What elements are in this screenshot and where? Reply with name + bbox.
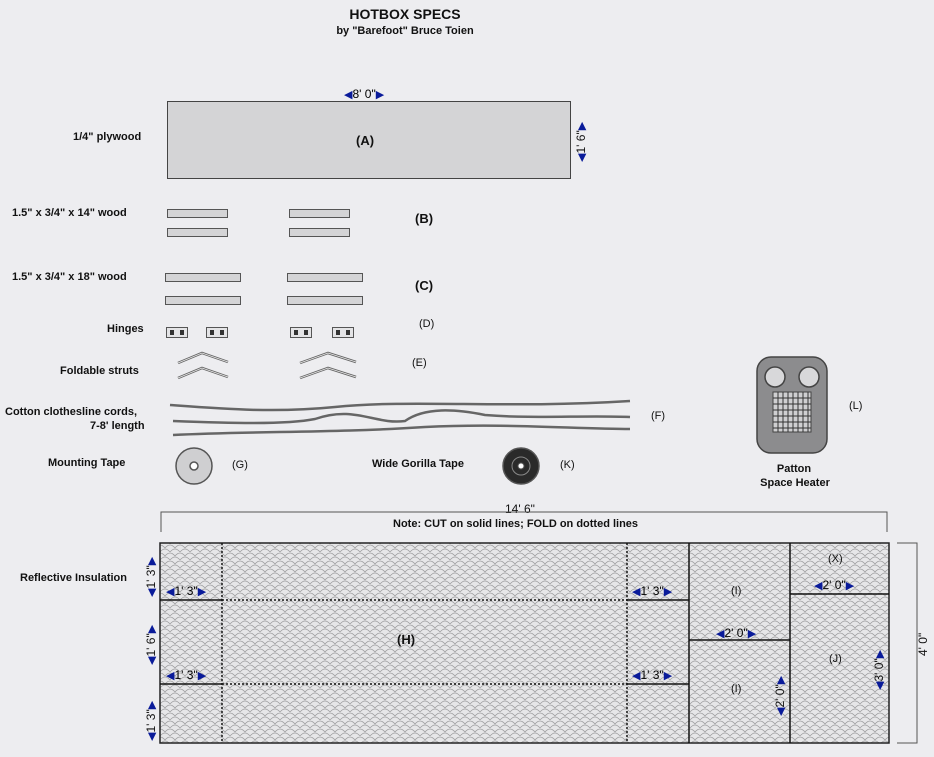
insulation-dim-2ft-b: ◀2' 0"▶ (814, 578, 855, 592)
insulation-height-dim: 4' 0" (916, 632, 930, 656)
space-heater-icon (756, 356, 828, 454)
wood18-label: 1.5" x 3/4" x 18" wood (12, 271, 127, 283)
cords-drawing (169, 399, 631, 437)
insulation-dim-d: ◀1' 3"▶ (632, 668, 673, 682)
hinge-icon (332, 327, 354, 338)
insulation-dim-b: ◀1' 3"▶ (166, 668, 207, 682)
page-subtitle: by "Barefoot" Bruce Toien (336, 25, 474, 37)
plywood-width-dim: ◀8' 0"▶ (344, 87, 385, 101)
mounting-tape-tag: (G) (232, 459, 248, 471)
insulation-note: Note: CUT on solid lines; FOLD on dotted… (393, 518, 639, 530)
wood14-plank (167, 209, 228, 218)
insulation-left-dim-top: ◀1' 3"▶ (144, 556, 158, 597)
cords-tag: (F) (651, 410, 666, 422)
space-heater-label-line1: Patton (776, 463, 812, 475)
gorilla-tape-icon (502, 447, 540, 485)
insulation-sheet-drawing (159, 511, 918, 744)
insulation-left-dim-bottom: ◀1' 3"▶ (144, 700, 158, 741)
insulation-tag-i-top: (I) (731, 585, 742, 597)
gorilla-tape-tag: (K) (560, 459, 575, 471)
wood18-plank (287, 296, 363, 305)
wood14-tag: (B) (415, 211, 434, 226)
plywood-label: 1/4" plywood (73, 131, 142, 143)
mounting-tape-label: Mounting Tape (48, 457, 126, 469)
cords-label-line2: 7-8' length (90, 420, 145, 432)
cords-label-line1: Cotton clothesline cords, (5, 406, 138, 418)
wood18-plank (165, 296, 241, 305)
insulation-tag-x: (X) (828, 553, 843, 565)
hinges-tag: (D) (419, 318, 435, 330)
space-heater-label-line2: Space Heater (760, 477, 830, 489)
plywood-height-dim: ◀1' 6"▶ (574, 121, 588, 162)
insulation-dim-2ft-a: ◀2' 0"▶ (716, 626, 757, 640)
wood14-plank (167, 228, 228, 237)
wood18-plank (165, 273, 241, 282)
space-heater-tag: (L) (849, 400, 863, 412)
insulation-dim-3ft: ◀3' 0"▶ (872, 649, 886, 690)
insulation-tag-j: (J) (829, 653, 842, 665)
hinge-icon (206, 327, 228, 338)
wood14-plank (289, 228, 350, 237)
struts-label: Foldable struts (60, 365, 139, 377)
insulation-label: Reflective Insulation (20, 572, 127, 584)
insulation-dim-2ft-c: ◀2' 0"▶ (773, 675, 787, 716)
wood18-tag: (C) (415, 278, 434, 293)
wood14-plank (289, 209, 350, 218)
insulation-tag-i-bottom: (I) (731, 683, 742, 695)
insulation-left-dim-mid: ◀1' 6"▶ (144, 624, 158, 665)
insulation-tag-h: (H) (397, 632, 416, 647)
struts-tag: (E) (412, 357, 427, 369)
plywood-tag: (A) (356, 133, 375, 148)
hinge-icon (290, 327, 312, 338)
plywood-sheet (167, 101, 571, 179)
hinges-label: Hinges (107, 323, 144, 335)
insulation-dim-c: ◀1' 3"▶ (632, 584, 673, 598)
mounting-tape-icon (175, 447, 213, 485)
page-title: HOTBOX SPECS (349, 6, 461, 22)
hinge-icon (166, 327, 188, 338)
wood18-plank (287, 273, 363, 282)
struts-drawing (177, 351, 357, 380)
wood14-label: 1.5" x 3/4" x 14" wood (12, 207, 127, 219)
insulation-dim-a: ◀1' 3"▶ (166, 584, 207, 598)
gorilla-tape-label: Wide Gorilla Tape (372, 458, 464, 470)
